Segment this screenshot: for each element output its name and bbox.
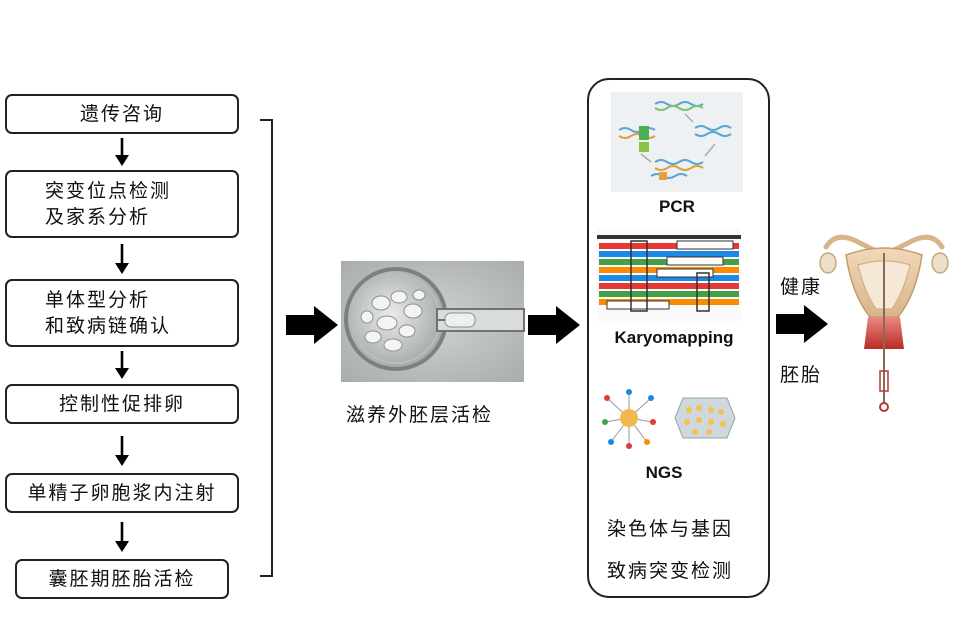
step-label-line2: 和致病链确认 — [45, 315, 172, 337]
detection-panel — [587, 78, 770, 598]
step-blastocyst-biopsy: 囊胚期胚胎活检 — [15, 559, 229, 599]
step-label-line1: 突变位点检测 — [45, 180, 172, 202]
ngs-image — [602, 388, 737, 452]
outcome-label-line1: 健康 — [780, 276, 823, 298]
detection-caption-line1: 染色体与基因 — [607, 518, 734, 540]
uterus-transfer-image — [819, 234, 949, 412]
detection-caption-line2: 致病突变检测 — [607, 560, 734, 582]
method-karyomapping-label: Karyomapping — [614, 328, 734, 347]
step-label: 控制性促排卵 — [58, 393, 185, 415]
step-label: 囊胚期胚胎活检 — [48, 568, 196, 590]
step-label-line1: 单体型分析 — [45, 289, 151, 311]
step-icsi: 单精子卵胞浆内注射 — [5, 473, 239, 513]
step-label-line2: 及家系分析 — [45, 206, 151, 228]
down-arrow-icon — [115, 351, 129, 379]
down-arrow-icon — [115, 244, 129, 274]
step-label: 遗传咨询 — [79, 103, 164, 125]
outcome-label-line2: 胚胎 — [780, 364, 823, 386]
right-arrow-icon — [286, 306, 338, 344]
step-label: 单精子卵胞浆内注射 — [27, 482, 217, 504]
method-pcr-label: PCR — [659, 197, 695, 216]
group-bracket — [260, 119, 273, 577]
step-genetic-counseling: 遗传咨询 — [5, 94, 239, 134]
blastocyst-biopsy-image — [341, 261, 525, 382]
step-ovarian-stimulation: 控制性促排卵 — [5, 384, 239, 424]
step-mutation-detection: 突变位点检测 及家系分析 — [5, 170, 239, 238]
step-haplotype-analysis: 单体型分析 和致病链确认 — [5, 279, 239, 347]
karyomapping-image — [597, 229, 741, 321]
right-arrow-icon — [776, 305, 828, 343]
method-ngs-label: NGS — [645, 463, 683, 482]
biopsy-caption: 滋养外胚层活检 — [346, 404, 494, 426]
down-arrow-icon — [115, 436, 129, 466]
down-arrow-icon — [115, 522, 129, 552]
pcr-cycle-image — [611, 92, 743, 192]
right-arrow-icon — [528, 306, 580, 344]
down-arrow-icon — [115, 138, 129, 166]
